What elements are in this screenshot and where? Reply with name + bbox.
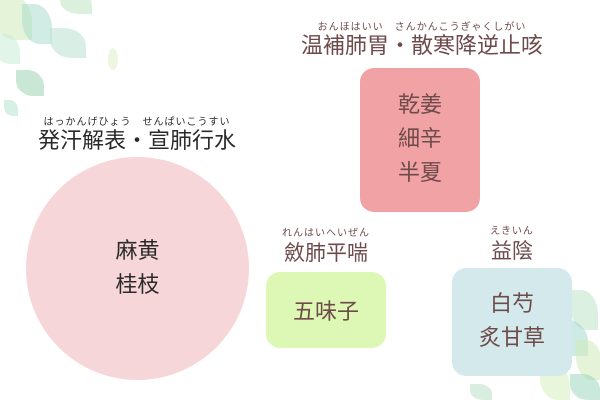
herb-box-ganjiang-xixin-banxia: 乾姜 細辛 半夏 [360, 68, 480, 212]
herb-box-baishao-zhigancao: 白芍 炙甘草 [452, 268, 572, 376]
heading-ruby: はっかんげひょう せんぱいこうすい [43, 117, 231, 128]
herb-label: 桂枝 [115, 272, 160, 298]
heading-title: 発汗解表・宣肺行水 [37, 129, 236, 154]
herb-label: 炙甘草 [478, 326, 545, 351]
heading-diaphoresis: はっかんげひょう せんぱいこうすい 発汗解表・宣肺行水 [12, 117, 262, 155]
heading-warm-lung-stomach: おんほはいい さんかんこうぎゃくしがい 温補肺胃・散寒降逆止咳 [272, 22, 572, 60]
herb-label: 乾姜 [397, 93, 442, 118]
herb-circle-mahuang-guizhi: 麻黄 桂枝 [26, 157, 249, 380]
heading-benefit-yin: えきいん 益陰 [452, 226, 572, 264]
heading-title: 益陰 [491, 239, 533, 263]
heading-title: 斂肺平喘 [284, 241, 368, 265]
herb-label: 白芍 [489, 292, 534, 317]
leaf-small-icon [470, 384, 492, 400]
heading-ruby: おんほはいい さんかんこうぎゃくしがい [317, 22, 527, 33]
herb-label: 半夏 [397, 161, 442, 186]
herb-label: 麻黄 [115, 238, 160, 264]
herb-label: 五味子 [292, 300, 359, 325]
heading-ruby: れんはいへいぜん [282, 228, 370, 239]
heading-title: 温補肺胃・散寒降逆止咳 [300, 34, 543, 59]
leaf-cluster-top-left-icon [0, 0, 130, 120]
herb-box-wuweizi: 五味子 [266, 272, 386, 348]
heading-ruby: えきいん [490, 226, 534, 237]
heading-astringe-lung: れんはいへいぜん 斂肺平喘 [256, 228, 396, 266]
herb-label: 細辛 [397, 127, 442, 152]
